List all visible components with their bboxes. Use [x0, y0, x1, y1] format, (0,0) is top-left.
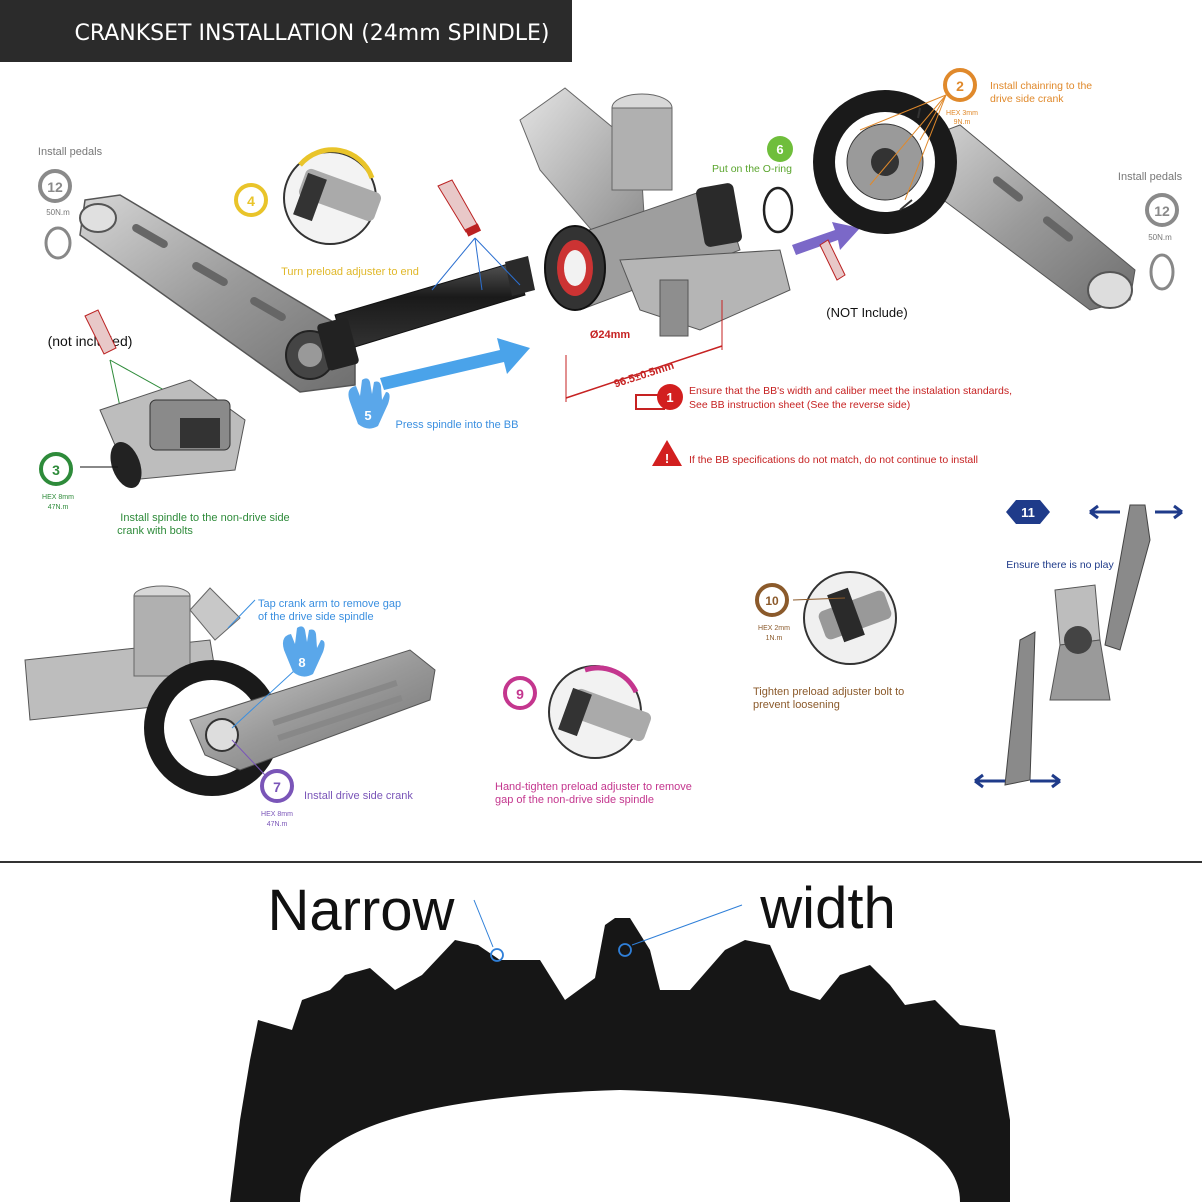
svg-text:12: 12	[47, 179, 63, 195]
svg-text:11: 11	[1021, 505, 1035, 520]
svg-text:1N.m: 1N.m	[766, 635, 783, 642]
svg-text:6: 6	[776, 142, 783, 157]
svg-text:50N.m: 50N.m	[1148, 233, 1172, 242]
svg-text:1: 1	[666, 390, 673, 405]
svg-text:Put on the O-ring: Put on the O-ring	[712, 163, 792, 175]
step-10: 10 HEX 2mm 1N.m Tighten preload adjuster…	[753, 571, 904, 711]
svg-text:Install pedals: Install pedals	[1118, 171, 1183, 183]
svg-text:Press spindle into the BB: Press spindle into the BB	[396, 419, 519, 431]
svg-text:Install pedals: Install pedals	[38, 146, 103, 158]
o-ring-icon	[762, 186, 794, 234]
svg-text:Turn preload adjuster to end: Turn preload adjuster to end	[281, 266, 419, 278]
svg-text:HEX 2mm: HEX 2mm	[758, 625, 790, 632]
svg-text:47N.m: 47N.m	[267, 821, 288, 828]
svg-text:Tap crank arm to remove gap: Tap crank arm to remove gap	[258, 598, 401, 610]
svg-text:gap of the non-drive side spin: gap of the non-drive side spindle	[495, 794, 654, 806]
svg-text:50N.m: 50N.m	[46, 208, 70, 217]
title-banner	[0, 0, 572, 62]
banner-title: CRANKSET INSTALLATION (24mm SPINDLE)	[74, 21, 549, 46]
svg-text:5: 5	[364, 408, 371, 423]
step-4: 4 Turn preload adjuster to end	[234, 147, 419, 278]
hand-icon-step-8	[282, 626, 325, 677]
spindle-diameter: Ø24mm	[590, 329, 631, 341]
svg-text:drive side crank: drive side crank	[990, 93, 1064, 105]
drive-side-crank-assembly: (NOT Include)	[813, 90, 1136, 320]
non-drive-crank-assembly	[79, 194, 535, 393]
step-11: 11 Ensure there is no play	[974, 500, 1183, 789]
not-included-left: (not included)	[48, 333, 133, 349]
svg-text:HEX 8mm: HEX 8mm	[42, 494, 74, 501]
svg-text:47N.m: 47N.m	[48, 504, 69, 511]
svg-text:of the drive side spindle: of the drive side spindle	[258, 611, 374, 623]
svg-text:9: 9	[516, 686, 524, 702]
step-12-badge-icon	[38, 169, 72, 203]
step-3: (not included) 3 HEX 8mm 47N.m Install s…	[39, 309, 290, 537]
step-4-badge-icon	[234, 183, 268, 217]
svg-text:HEX 8mm: HEX 8mm	[261, 811, 293, 818]
svg-text:12: 12	[1154, 203, 1170, 219]
svg-text:Install spindle to the non-dri: Install spindle to the non-drive side	[120, 512, 289, 524]
warning-icon	[652, 440, 682, 466]
step-6: 6 Put on the O-ring	[712, 136, 860, 255]
narrow-label: Narrow	[268, 878, 456, 943]
svg-text:8: 8	[298, 655, 305, 670]
svg-text:7: 7	[273, 779, 281, 795]
step-9: 9 Hand-tighten preload adjuster to remov…	[495, 665, 692, 806]
chainring-closeup: Narrow width	[230, 876, 1010, 1202]
svg-text:crank with bolts: crank with bolts	[117, 525, 193, 537]
svg-text:Hand-tighten preload adjuster: Hand-tighten preload adjuster to remove	[495, 781, 692, 793]
svg-text:Ensure that the BB's width and: Ensure that the BB's width and caliber m…	[689, 385, 1012, 397]
step-7-badge-icon	[260, 769, 294, 803]
step-7: 7 Install drive side crank HEX 8mm 47N.m	[260, 769, 413, 828]
step-10-badge-icon	[755, 583, 789, 617]
step-12-left: Install pedals 12 50N.m	[38, 146, 103, 260]
svg-text:Install drive side crank: Install drive side crank	[304, 790, 413, 802]
svg-text:3: 3	[52, 462, 60, 478]
step-3-badge-icon	[39, 452, 73, 486]
drive-side-install-assembly	[24, 585, 436, 796]
step-8: Tap crank arm to remove gap of the drive…	[258, 598, 401, 677]
pedal-washer-icon	[44, 226, 72, 260]
svg-text:prevent loosening: prevent loosening	[753, 699, 840, 711]
warning-text: If the BB specifications do not match, d…	[689, 454, 978, 466]
svg-text:10: 10	[765, 594, 779, 608]
grease-tube-icon	[431, 179, 521, 291]
hand-icon	[348, 378, 390, 429]
svg-text:Ensure there is no play: Ensure there is no play	[1006, 559, 1114, 571]
step-12-right-badge-icon	[1145, 193, 1179, 227]
bottom-bracket-frame: Ø24mm 96.5±0.5mm	[519, 87, 791, 402]
step-1: 1 Ensure that the BB's width and caliber…	[635, 384, 1012, 466]
svg-text:Tighten preload adjuster bolt: Tighten preload adjuster bolt to	[753, 686, 904, 698]
step-12-right: Install pedals 12 50N.m	[1118, 171, 1183, 291]
svg-text:Install chainring to the: Install chainring to the	[990, 80, 1092, 92]
svg-text:See BB instruction sheet (See: See BB instruction sheet (See the revers…	[689, 399, 910, 411]
step-2-badge-icon	[943, 68, 977, 102]
step-11-badge-icon	[1006, 500, 1050, 524]
step-6-badge-icon	[767, 136, 793, 162]
svg-text:9N.m: 9N.m	[954, 119, 971, 126]
svg-text:!: !	[665, 451, 669, 466]
svg-text:4: 4	[247, 193, 255, 209]
step-5: 5 Press spindle into the BB	[348, 338, 530, 431]
svg-text:HEX 3mm: HEX 3mm	[946, 110, 978, 117]
step-2: 2 Install chainring to the drive side cr…	[859, 68, 1092, 201]
svg-text:2: 2	[956, 78, 964, 94]
not-included-right: (NOT Include)	[826, 305, 907, 320]
step-1-badge-icon	[657, 384, 683, 410]
width-label: width	[759, 876, 895, 941]
step-9-badge-icon	[503, 676, 537, 710]
pedal-washer-right-icon	[1149, 253, 1175, 291]
